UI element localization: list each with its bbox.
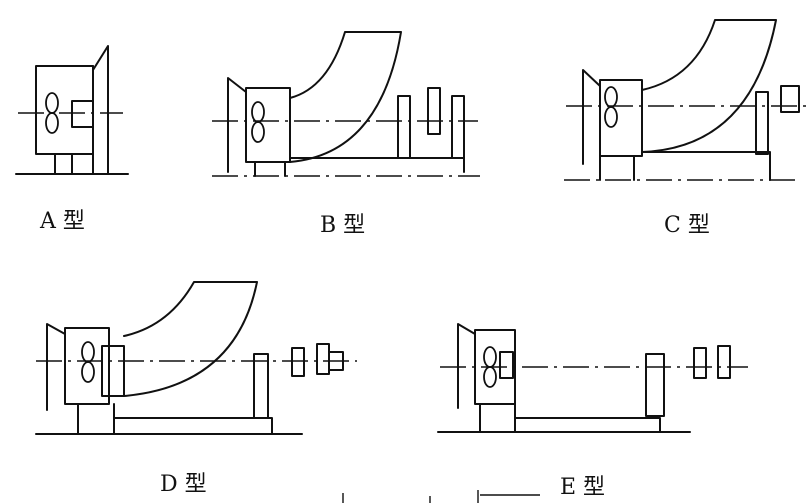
label-type-b: B 型 <box>320 213 366 238</box>
type-b-fan-drawing <box>212 31 480 177</box>
type-d-fan-drawing <box>35 281 357 435</box>
fan-impeller-icon <box>81 341 95 383</box>
label-type-e: E 型 <box>560 475 606 500</box>
label-type-a: A 型 <box>40 209 85 234</box>
type-c-fan-drawing <box>564 19 810 181</box>
label-type-d: D 型 <box>160 472 207 497</box>
scan-artifact-marks <box>342 490 540 503</box>
label-type-c: C 型 <box>664 213 710 238</box>
fan-impeller-icon <box>604 86 618 128</box>
fan-impeller-icon <box>251 101 265 143</box>
type-a-fan-drawing <box>15 45 129 175</box>
type-e-fan-drawing <box>437 323 748 433</box>
